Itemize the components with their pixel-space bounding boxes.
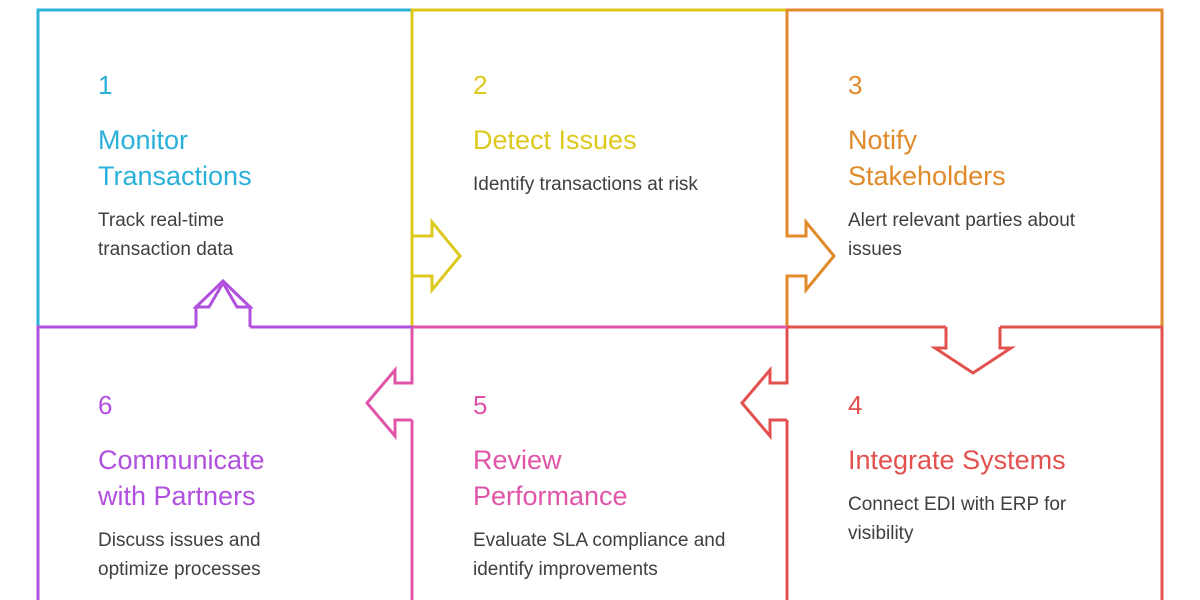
step-number: 6 bbox=[98, 390, 113, 420]
step-description: Discuss issues and optimize processes bbox=[98, 530, 261, 580]
step-title: Notify Stakeholders bbox=[848, 125, 1006, 191]
arrow-3-to-4 bbox=[929, 327, 1017, 375]
step-title: Monitor Transactions bbox=[98, 125, 252, 191]
step-6: 6 Communicate with Partners Discuss issu… bbox=[98, 390, 368, 584]
step-description: Alert relevant parties about issues bbox=[848, 210, 1076, 260]
step-number: 4 bbox=[848, 390, 863, 420]
step-4-box bbox=[785, 325, 1164, 600]
step-3: 3 Notify Stakeholders Alert relevant par… bbox=[848, 70, 1118, 264]
arrow-6-to-1-head bbox=[192, 278, 254, 309]
arrow-6-to-1 bbox=[194, 280, 252, 327]
step-description: Track real-time transaction data bbox=[98, 210, 234, 260]
step-1-box bbox=[36, 8, 412, 327]
step-description: Connect EDI with ERP for visibility bbox=[848, 494, 1067, 544]
arrow-2-to-3 bbox=[412, 217, 462, 295]
step-5-box bbox=[410, 325, 787, 600]
step-title: Detect Issues bbox=[473, 125, 637, 155]
step-number: 2 bbox=[473, 70, 488, 100]
arrow-4-to-5 bbox=[740, 327, 789, 441]
step-2: 2 Detect Issues Identify transactions at… bbox=[473, 70, 743, 199]
step-4: 4 Integrate Systems Connect EDI with ERP… bbox=[848, 390, 1118, 548]
step-number: 1 bbox=[98, 70, 113, 100]
arrow-3-right bbox=[785, 217, 836, 327]
step-number: 5 bbox=[473, 390, 488, 420]
arrow-5-to-6 bbox=[365, 327, 414, 441]
step-title: Communicate with Partners bbox=[98, 445, 265, 511]
step-5: 5 Review Performance Evaluate SLA compli… bbox=[473, 390, 743, 584]
step-title: Integrate Systems bbox=[848, 445, 1066, 475]
step-description: Evaluate SLA compliance and identify imp… bbox=[473, 530, 726, 580]
step-title: Review Performance bbox=[473, 445, 628, 511]
step-number: 3 bbox=[848, 70, 863, 100]
step-6-box bbox=[36, 325, 412, 600]
step-description: Identify transactions at risk bbox=[473, 174, 698, 195]
step-1: 1 Monitor Transactions Track real-time t… bbox=[98, 70, 368, 264]
